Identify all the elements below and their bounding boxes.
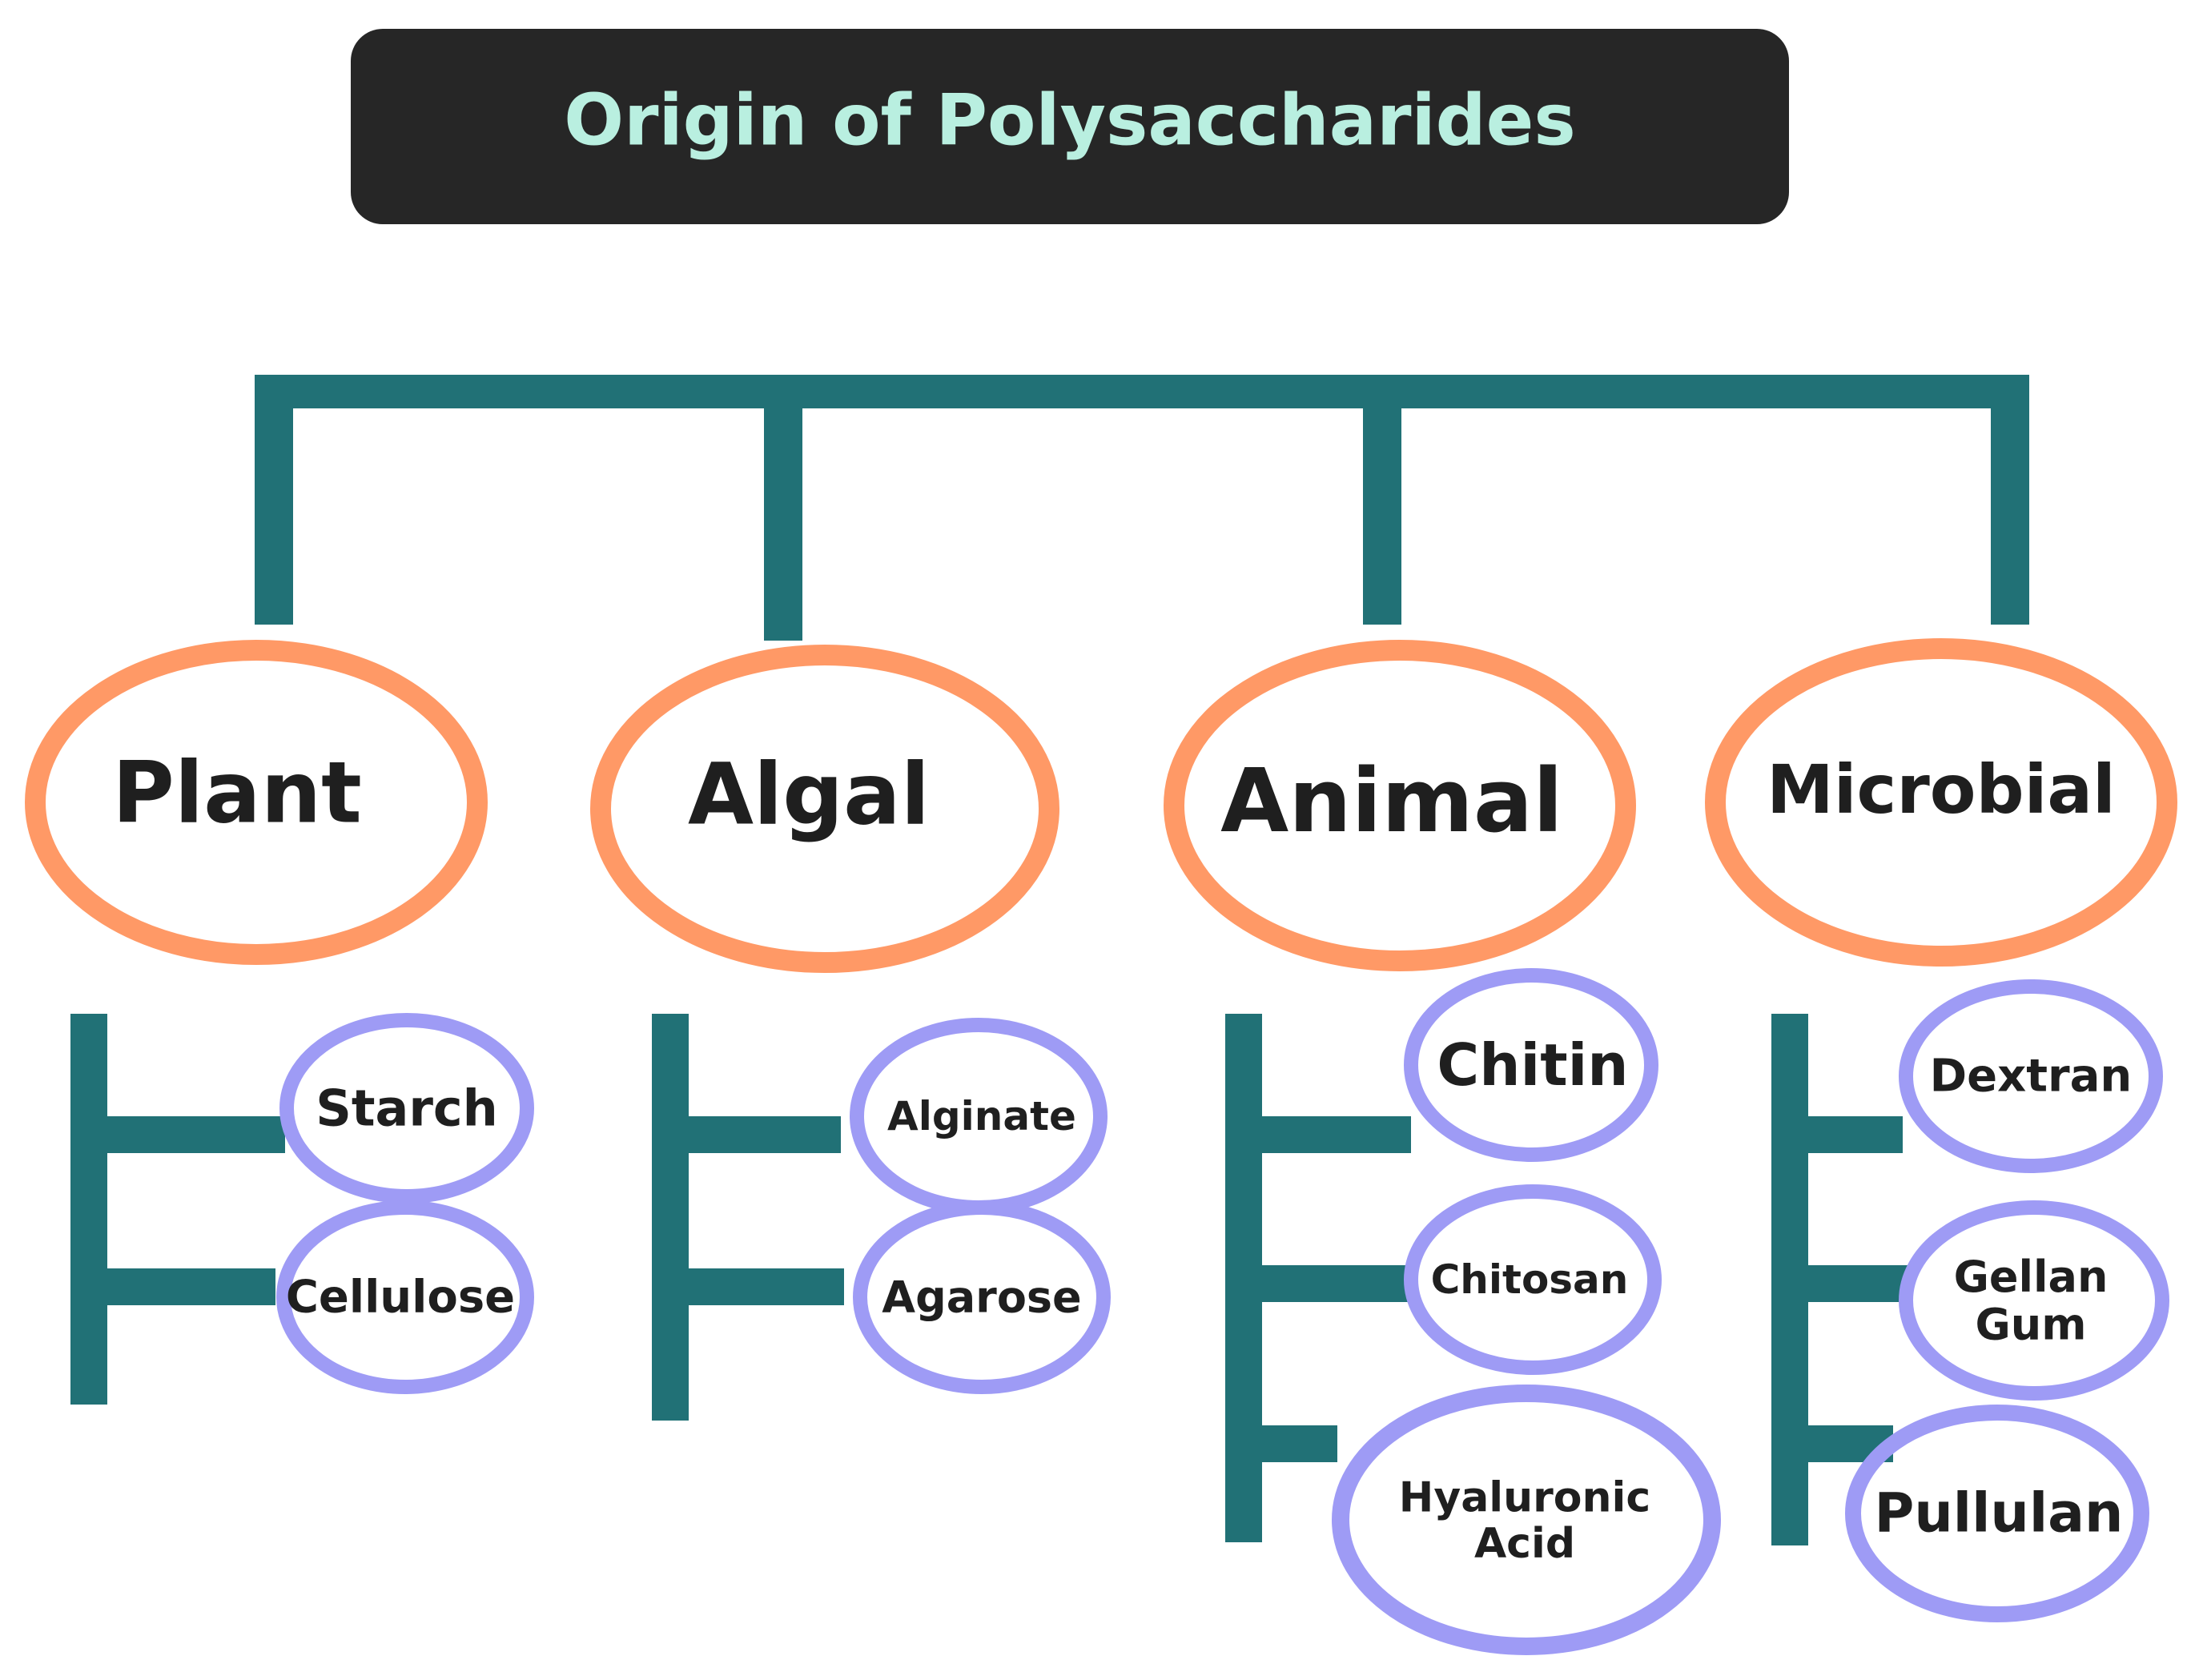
item-chitosan: Chitosan (1404, 1184, 1662, 1375)
item-ring (1332, 1385, 1721, 1655)
category-ring-microbial (1705, 638, 2177, 967)
category-ring-animal (1164, 640, 1636, 971)
diagram-title: Origin of Polysaccharides (564, 79, 1575, 162)
item-label: Starch (316, 1079, 498, 1138)
item-alginate: Alginate (850, 1018, 1108, 1215)
item-dextran: Dextran (1899, 979, 2163, 1173)
item-starch: Starch (279, 1013, 534, 1204)
item-ring (1404, 968, 1658, 1162)
connector-drop-microbial (1991, 375, 2029, 625)
connector-drop-animal (1363, 375, 1401, 625)
item-label: Pullulan (1875, 1482, 2124, 1545)
item-ring (853, 1200, 1111, 1394)
item-ring (1845, 1405, 2149, 1622)
category-label-plant: Plant (112, 744, 362, 842)
plant-spine (70, 1014, 107, 1405)
category-ring-plant (25, 640, 488, 965)
category-label-animal: Animal (1220, 750, 1563, 852)
item-label: Chitin (1437, 1031, 1628, 1099)
plant-branch-2 (70, 1268, 275, 1305)
animal-branch-2 (1225, 1265, 1411, 1302)
item-label: Agarose (882, 1272, 1081, 1323)
algal-branch-1 (652, 1116, 841, 1153)
item-agarose: Agarose (853, 1200, 1111, 1394)
connector-drop-algal (764, 375, 802, 641)
item-chitin: Chitin (1404, 968, 1658, 1162)
category-plant: Plant (25, 640, 488, 965)
animal-branch-1 (1225, 1116, 1411, 1153)
item-label: Dextran (1930, 1051, 2133, 1103)
algal-branch-2 (652, 1268, 844, 1305)
item-pullulan: Pullulan (1845, 1405, 2149, 1622)
category-algal: Algal (590, 645, 1059, 973)
plant-branch-1 (70, 1116, 285, 1153)
item-ring (1404, 1184, 1662, 1375)
category-animal: Animal (1164, 640, 1636, 971)
title-banner (351, 29, 1789, 224)
item-ring (276, 1200, 534, 1394)
item-cellulose: Cellulose (276, 1200, 534, 1394)
connector-bar (255, 375, 2029, 408)
item-label: Alginate (887, 1093, 1076, 1139)
item-ring (1899, 1200, 2169, 1401)
sub-connectors (70, 1014, 1909, 1545)
category-label-microbial: Microbial (1767, 750, 2116, 829)
item-label: Chitosan (1431, 1256, 1629, 1303)
item-ring (1899, 979, 2163, 1173)
item-ring (279, 1013, 534, 1204)
top-connector (255, 375, 2029, 641)
algal-spine (652, 1014, 689, 1421)
category-ring-algal (590, 645, 1059, 973)
microbial-branch-2 (1771, 1265, 1909, 1302)
animal-branch-3 (1225, 1425, 1337, 1462)
connector-drop-plant (255, 375, 293, 625)
category-label-algal: Algal (688, 746, 930, 844)
microbial-branch-1 (1771, 1116, 1903, 1153)
item-label: Cellulose (286, 1272, 515, 1324)
category-microbial: Microbial (1705, 638, 2177, 967)
